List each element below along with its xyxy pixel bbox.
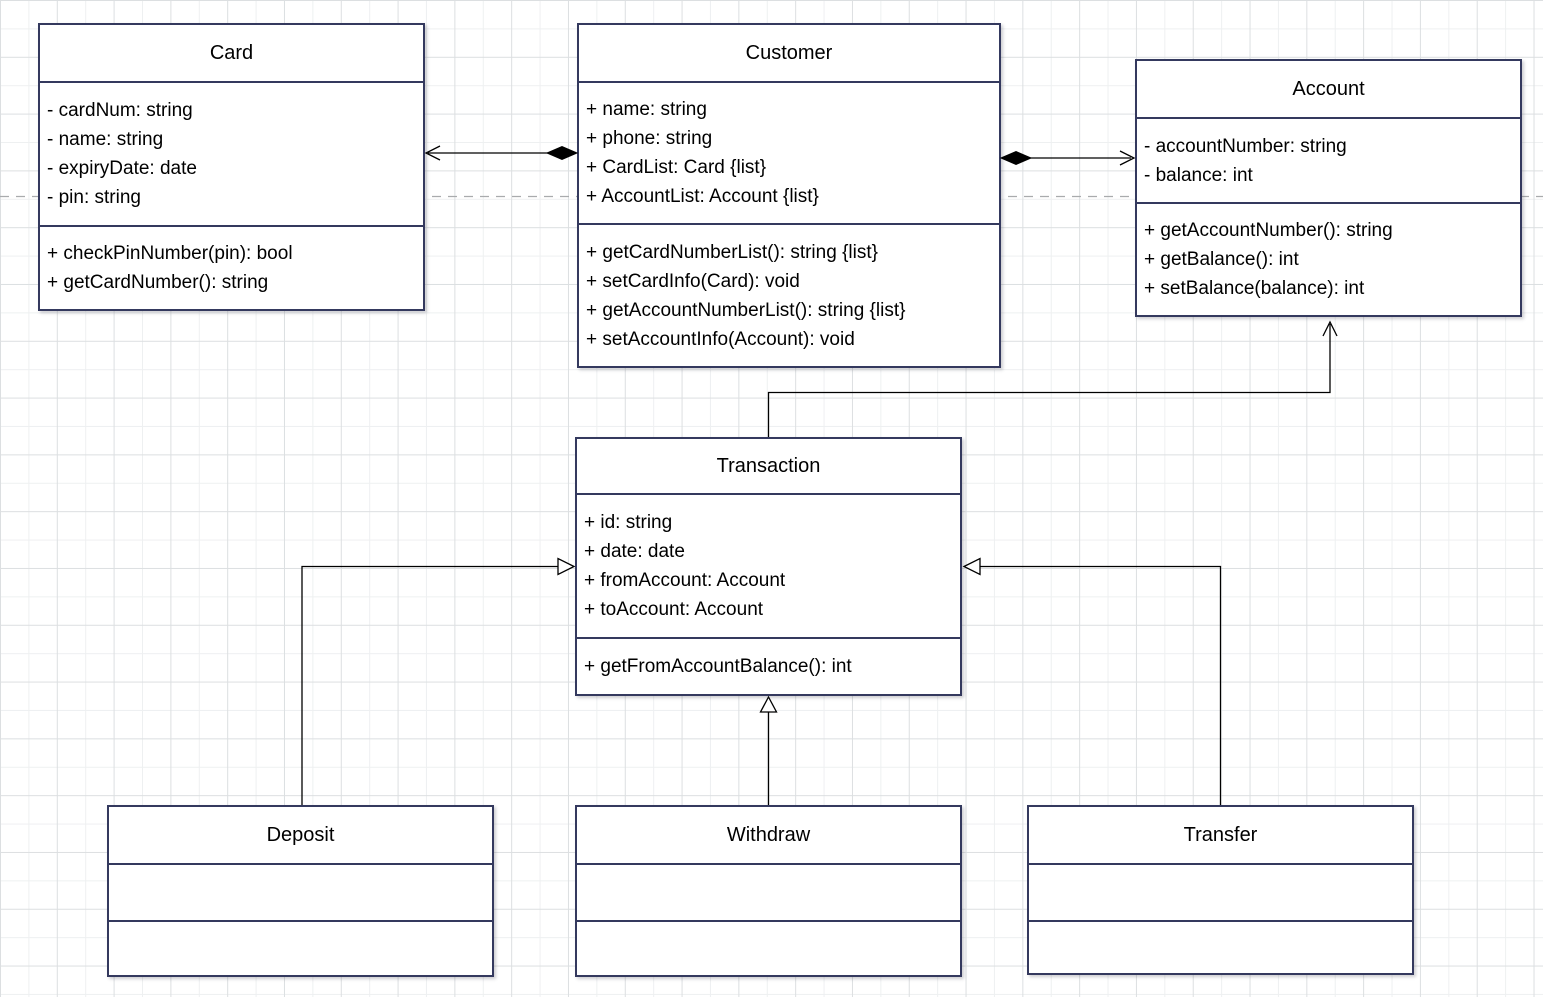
class-title: Card [40,25,423,83]
attributes-compartment [1029,865,1412,922]
class-member: + name: string [586,99,707,120]
class-member: - accountNumber: string [1144,135,1347,157]
class-transaction[interactable]: Transaction + id: string + date: date + fr… [575,437,962,696]
class-member: + AccountList: Account {list} [586,186,819,207]
class-member: + getFromAccountBalance(): int [584,656,852,677]
class-member: + getAccountNumber(): string [1144,220,1393,241]
hollow-triangle-icon [759,695,778,713]
class-withdraw[interactable]: Withdraw [575,805,962,977]
methods-compartment: + checkPinNumber(pin): bool + getCardNumb… [40,227,423,309]
class-member: + getBalance(): int [1144,249,1299,270]
class-member: + setAccountInfo(Account): void [586,328,855,350]
class-member: - pin: string [47,187,141,208]
class-member: + getAccountNumberList(): string {list} [586,299,906,321]
class-member: + toAccount: Account [584,599,764,620]
attributes-compartment [577,865,960,922]
class-deposit[interactable]: Deposit [107,805,494,977]
class-member: + getCardNumberList(): string {list} [586,241,878,263]
class-member: - cardNum: string [47,100,193,121]
class-member: + checkPinNumber(pin): bool [47,243,293,264]
attributes-compartment [109,865,492,922]
generalization-edge-transfer-transaction[interactable] [962,557,1222,806]
composition-edge-customer-account[interactable] [999,150,1136,166]
class-member: + setCardInfo(Card): void [586,270,800,292]
composition-edge-customer-card[interactable] [424,145,579,161]
open-arrow-icon [424,145,441,161]
methods-compartment [1029,922,1412,973]
class-member: - expiryDate: date [47,158,197,179]
filled-diamond-icon [545,145,579,161]
generalization-edge-withdraw-transaction[interactable] [759,695,778,805]
class-title: Account [1137,61,1520,119]
class-member: - balance: int [1144,164,1253,186]
class-card[interactable]: Card - cardNum: string - name: string - ex… [38,23,425,311]
open-arrow-icon [1119,150,1136,166]
class-title: Transfer [1029,807,1412,865]
class-title: Deposit [109,807,492,865]
class-title: Transaction [577,439,960,495]
class-member: + CardList: Card {list} [586,157,767,178]
open-arrow-icon [1322,320,1338,337]
methods-compartment: + getAccountNumber(): string + getBalance… [1137,204,1520,315]
class-title: Withdraw [577,807,960,865]
class-member: + getCardNumber(): string [47,272,269,293]
methods-compartment: + getCardNumberList(): string {list} + se… [579,225,999,366]
methods-compartment [109,922,492,975]
methods-compartment [577,922,960,975]
class-member: + fromAccount: Account [584,570,786,591]
class-account[interactable]: Account - accountNumber: string - balance… [1135,59,1522,317]
class-member: + id: string [584,512,673,533]
class-transfer[interactable]: Transfer [1027,805,1414,975]
attributes-compartment: + name: string + phone: string + CardList:… [579,83,999,225]
attributes-compartment: + id: string + date: date + fromAccount: A… [577,495,960,639]
class-member: - name: string [47,129,164,150]
class-member: + phone: string [586,128,713,149]
class-customer[interactable]: Customer + name: string+ phone: string+ … [577,23,1001,368]
hollow-triangle-icon [962,557,981,576]
attributes-compartment: - accountNumber: string - balance: int [1137,119,1520,204]
class-member: + setBalance(balance): int [1144,278,1365,299]
hollow-triangle-icon [557,557,576,576]
attributes-compartment: - cardNum: string - name: string - expiryD… [40,83,423,227]
methods-compartment: + getFromAccountBalance(): int [577,639,960,694]
class-member: + date: date [584,541,685,562]
class-title: Customer [579,25,999,83]
generalization-edge-deposit-transaction[interactable] [301,557,576,806]
filled-diamond-icon [999,150,1033,166]
